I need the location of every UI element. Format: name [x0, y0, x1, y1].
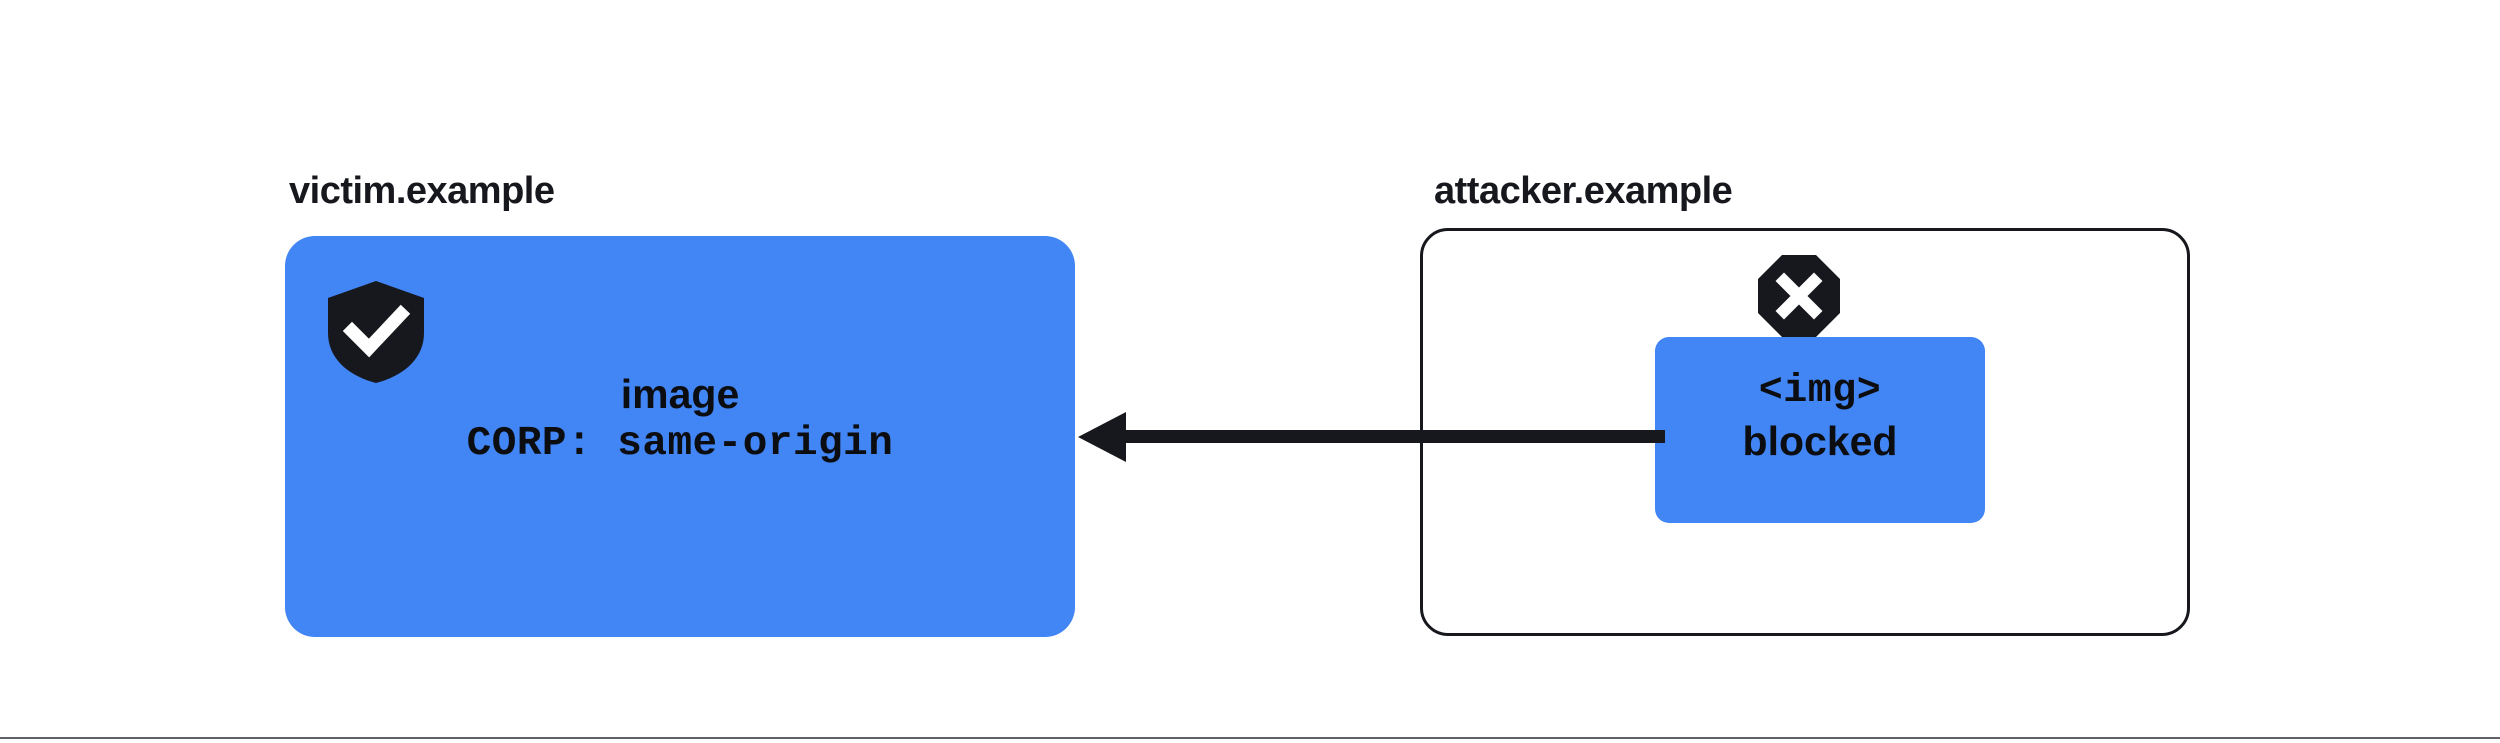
- victim-origin-label: victim.example: [289, 170, 555, 212]
- victim-resource-name: image: [620, 371, 740, 417]
- attacker-request-box: <img> blocked: [1655, 337, 1985, 523]
- victim-resource-block: image CORP: same-origin: [285, 370, 1075, 470]
- shield-check-icon: [328, 281, 424, 383]
- attacker-request-status: blocked: [1742, 418, 1898, 464]
- bottom-divider: [0, 737, 2500, 739]
- attacker-request-tag: <img>: [1758, 369, 1882, 414]
- victim-resource-corp-header: CORP: same-origin: [466, 421, 894, 467]
- octagon-x-icon: [1758, 255, 1840, 337]
- arrow-left-icon: [1070, 412, 1665, 464]
- attacker-origin-label: attacker.example: [1434, 170, 1733, 212]
